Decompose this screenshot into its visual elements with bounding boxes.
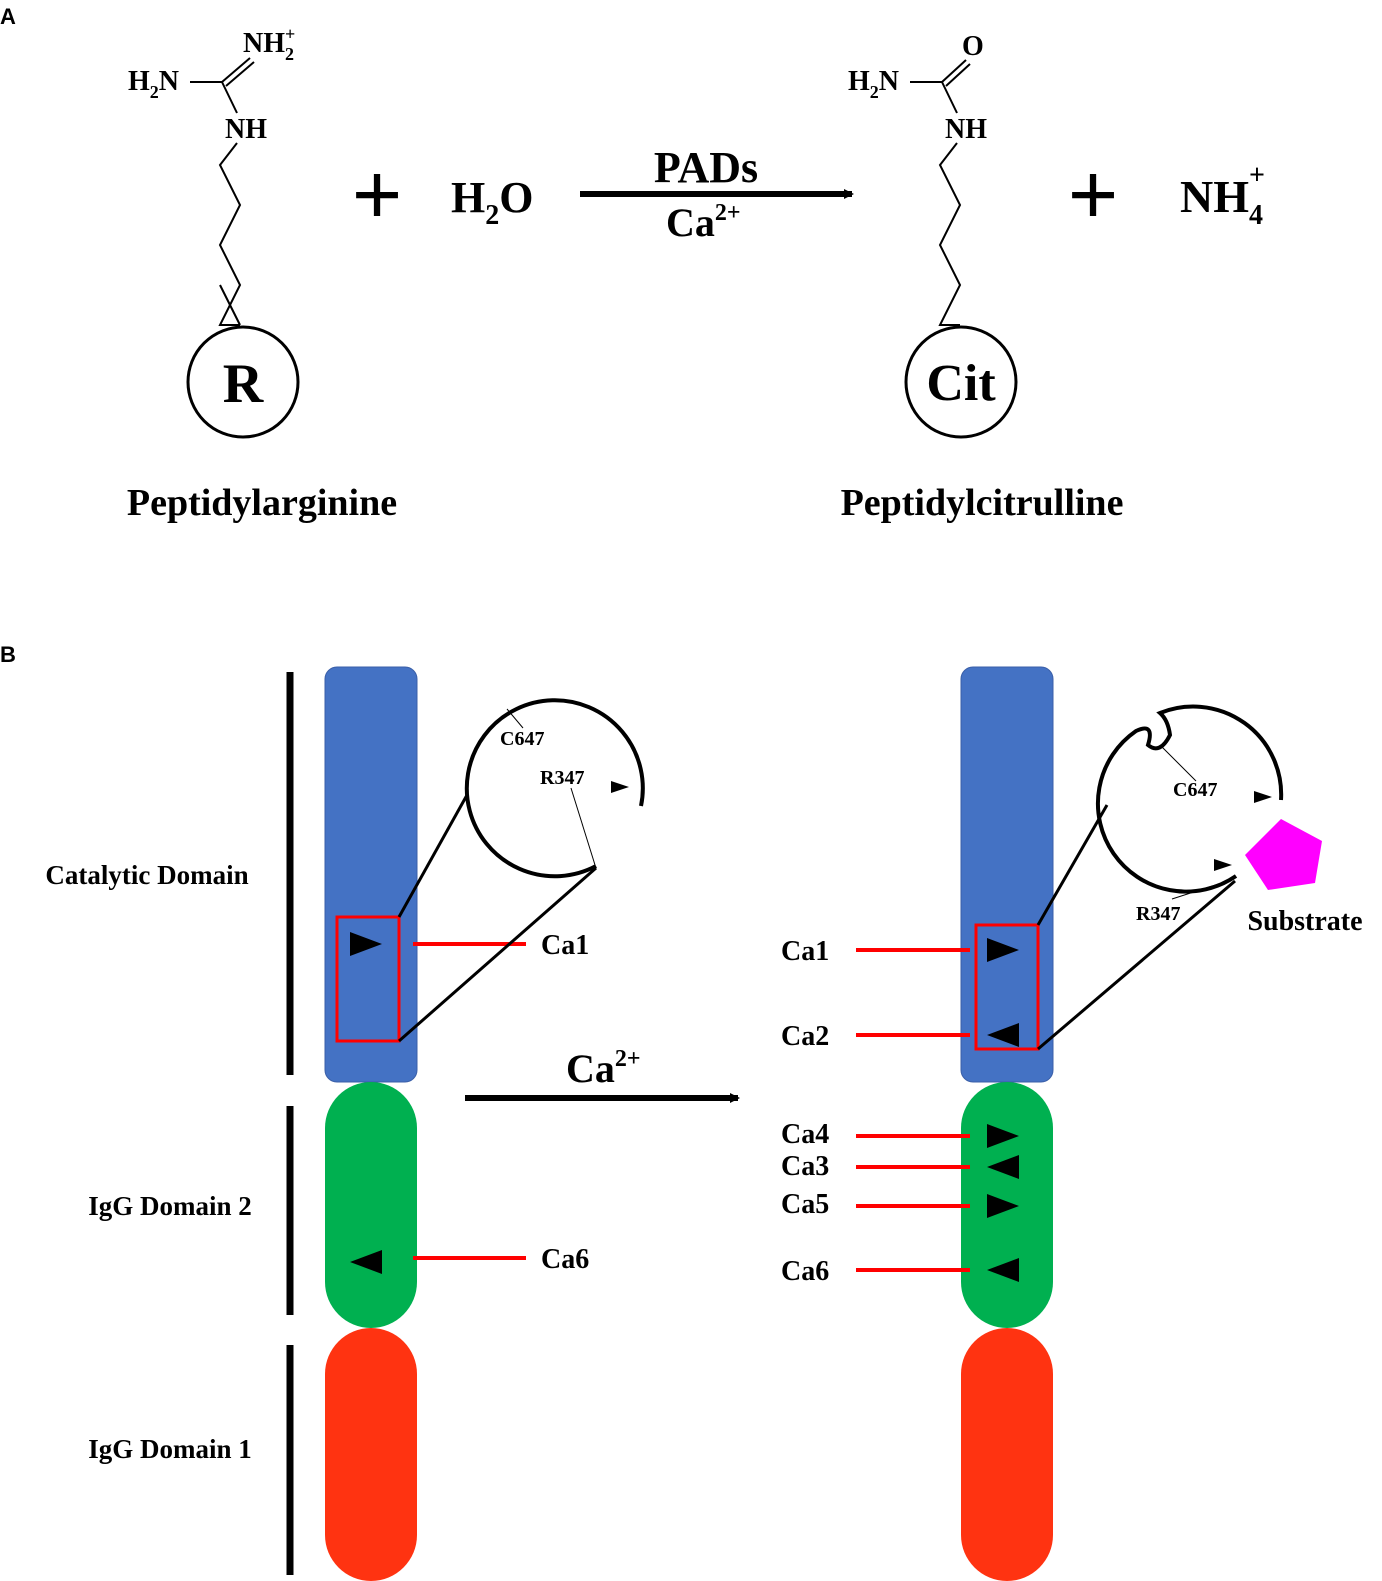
water: H2O bbox=[451, 173, 533, 231]
ureido-h2n: H2N bbox=[848, 66, 899, 102]
catalytic-domain-block bbox=[324, 666, 418, 1083]
plus-sign-2: + bbox=[1067, 146, 1118, 245]
residue-letter-r: R bbox=[223, 353, 264, 415]
site-label-ca4: Ca4 bbox=[781, 1119, 829, 1150]
cofactor-label: Ca2+ bbox=[666, 200, 741, 245]
catalytic-domain-label: Catalytic Domain bbox=[45, 860, 248, 890]
substrate-pentagon bbox=[1245, 819, 1322, 890]
reactant-name: Peptidylarginine bbox=[127, 482, 397, 524]
calcium-arrow-label: Ca2+ bbox=[566, 1046, 641, 1091]
active-site-box bbox=[335, 915, 401, 1043]
calcium-site-marker bbox=[350, 932, 382, 956]
inactive-pad-protein: Ca1 Ca6 C647 R347 bbox=[324, 666, 645, 1581]
site-label-ca6: Ca6 bbox=[781, 1256, 829, 1287]
ureido-o: O bbox=[962, 31, 984, 62]
site-lines-right bbox=[856, 948, 970, 1272]
igg-domain-1-block bbox=[961, 1328, 1053, 1581]
ammonium: NH4+ bbox=[1180, 160, 1265, 231]
calcium-site-marker bbox=[987, 938, 1019, 962]
igg-domain-1-label: IgG Domain 1 bbox=[88, 1434, 252, 1464]
igg-domain-2-label: IgG Domain 2 bbox=[88, 1191, 252, 1221]
pocket-marker bbox=[1254, 791, 1272, 803]
guanidino-nh2-plus: NH2+ bbox=[243, 24, 295, 64]
calcium-site-marker bbox=[350, 1250, 382, 1274]
calcium-site-marker bbox=[987, 1258, 1019, 1282]
calcium-site-marker bbox=[987, 1155, 1019, 1179]
active-site-pocket-open bbox=[1095, 704, 1284, 894]
residue-circle-r bbox=[186, 325, 300, 439]
panel-b-label: B bbox=[0, 642, 16, 667]
residue-c647: C647 bbox=[500, 728, 544, 750]
site-label-ca6: Ca6 bbox=[541, 1244, 589, 1275]
guanidino-h2n: H2N bbox=[128, 66, 179, 102]
ureido-nh: NH bbox=[945, 114, 987, 145]
active-pad-protein: Ca1 Ca2 Ca4 Ca3 Ca5 Ca6 C647 R347 Substr… bbox=[781, 666, 1363, 1581]
site-label-ca5: Ca5 bbox=[781, 1189, 829, 1220]
product-name: Peptidylcitrulline bbox=[841, 482, 1124, 524]
igg-domain-1-block bbox=[325, 1328, 417, 1581]
residue-r347: R347 bbox=[1136, 903, 1180, 925]
pocket-marker bbox=[611, 781, 629, 793]
site-label-ca1: Ca1 bbox=[541, 930, 589, 961]
site-label-ca1: Ca1 bbox=[781, 936, 829, 967]
enzyme-label: PADs bbox=[654, 143, 758, 192]
plus-sign-1: + bbox=[351, 146, 402, 245]
igg-domain-2-block bbox=[325, 1082, 417, 1328]
residue-c647: C647 bbox=[1173, 779, 1217, 801]
residue-letter-cit: Cit bbox=[926, 355, 996, 412]
calcium-site-marker bbox=[987, 1124, 1019, 1148]
residue-r347: R347 bbox=[540, 767, 584, 789]
calcium-site-marker bbox=[987, 1194, 1019, 1218]
peptidylarginine-structure: NH2+ H2N NH R Peptidylarginine bbox=[127, 24, 397, 524]
calcium-site-marker bbox=[987, 1023, 1019, 1047]
panel-a-label: A bbox=[0, 4, 16, 29]
site-label-ca2: Ca2 bbox=[781, 1021, 829, 1052]
guanidino-nh: NH bbox=[225, 114, 267, 145]
substrate-label: Substrate bbox=[1247, 906, 1362, 937]
pocket-marker bbox=[1214, 859, 1232, 871]
peptidylcitrulline-structure: O H2N NH Cit Peptidylcitrulline bbox=[841, 31, 1124, 524]
active-site-pocket-closed bbox=[464, 698, 645, 879]
active-site-box bbox=[974, 923, 1040, 1051]
residue-circle-cit bbox=[904, 325, 1018, 439]
site-label-ca3: Ca3 bbox=[781, 1151, 829, 1182]
